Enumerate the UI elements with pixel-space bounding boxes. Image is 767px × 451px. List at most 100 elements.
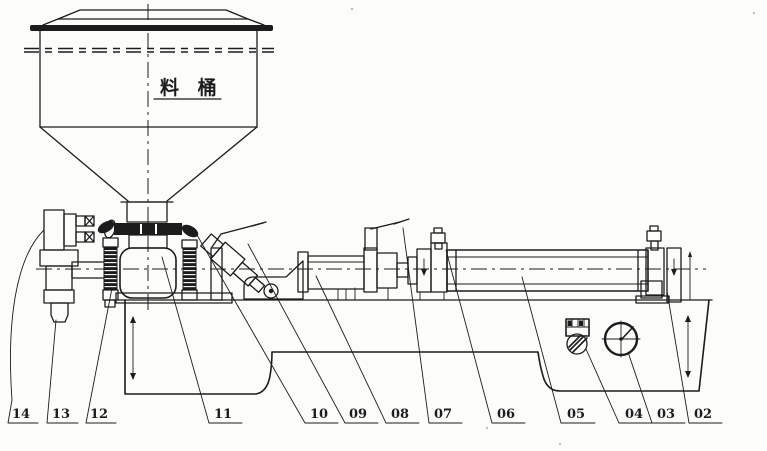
part-label-02: 02 bbox=[694, 407, 712, 422]
centerlines bbox=[36, 4, 706, 312]
leader-10 bbox=[192, 227, 339, 424]
metering-cylinder bbox=[297, 251, 365, 301]
part-number-labels: 14 13 12 11 10 09 08 07 06 05 04 03 02 bbox=[12, 407, 712, 422]
part-label-05: 05 bbox=[567, 407, 585, 422]
leader-14 bbox=[7, 229, 45, 424]
leader-07 bbox=[402, 227, 463, 424]
handle-lever bbox=[211, 222, 264, 248]
pivot-pin-center bbox=[268, 288, 274, 294]
valve-fitting-screw bbox=[84, 215, 95, 227]
actuator-clevis bbox=[248, 277, 266, 293]
air-fitting-neck-left bbox=[434, 242, 443, 250]
rear-end-cap bbox=[645, 247, 665, 296]
clamp-cap-top bbox=[181, 239, 198, 249]
part-label-04: 04 bbox=[625, 407, 643, 422]
scan-speck bbox=[558, 442, 562, 446]
part-label-06: 06 bbox=[497, 407, 515, 422]
gauge-hub bbox=[619, 337, 623, 341]
air-fitting-neck-right bbox=[650, 240, 659, 251]
hopper-rim bbox=[30, 25, 273, 31]
pump-support-plate bbox=[115, 292, 233, 304]
leader-09 bbox=[247, 243, 379, 424]
part-label-03: 03 bbox=[657, 407, 675, 422]
hopper-outlet-neck bbox=[126, 201, 168, 223]
air-cylinder-barrel bbox=[446, 249, 649, 292]
discharge-pipe bbox=[71, 261, 107, 279]
leader-12 bbox=[85, 287, 117, 424]
rotary-valve-actuator bbox=[200, 221, 304, 301]
pump-body bbox=[115, 247, 233, 304]
cylinder-body bbox=[307, 255, 365, 290]
pivot-bracket bbox=[243, 260, 304, 300]
handle-lever-grip bbox=[393, 218, 410, 225]
part-label-09: 09 bbox=[349, 407, 367, 422]
part-label-08: 08 bbox=[391, 407, 409, 422]
counter-dark-cell bbox=[579, 320, 583, 326]
right-dimension-arrow-up bbox=[685, 315, 691, 322]
handle-lever-grip bbox=[251, 221, 267, 227]
part-label-14: 14 bbox=[12, 407, 30, 422]
part-label-13: 13 bbox=[52, 407, 70, 422]
front-mount-block-inner bbox=[430, 242, 448, 293]
leader-13 bbox=[46, 319, 79, 424]
leader-03 bbox=[627, 351, 686, 424]
counter-box bbox=[565, 318, 590, 337]
section-arrowhead-left bbox=[421, 269, 427, 276]
scan-speck bbox=[752, 11, 756, 15]
valve-fitting-screw bbox=[84, 231, 95, 243]
leader-05 bbox=[521, 276, 596, 424]
actuator-cylinder-body bbox=[210, 241, 246, 277]
coupling bbox=[354, 218, 418, 301]
leader-11 bbox=[161, 256, 243, 424]
clamp-coil-band bbox=[103, 246, 118, 291]
left-dimension-arrow-down bbox=[130, 373, 136, 380]
part-label-11: 11 bbox=[214, 407, 232, 422]
left-pipe-clamp bbox=[102, 219, 119, 308]
valve-fitting-stem bbox=[75, 215, 86, 227]
nozzle-lower-collar bbox=[43, 289, 75, 304]
air-fitting-cap-right bbox=[649, 225, 659, 232]
pressure-gauge-icon bbox=[601, 320, 641, 358]
hopper-lid-flare bbox=[42, 18, 265, 26]
hopper: 料 桶 bbox=[24, 9, 274, 223]
leader-04 bbox=[585, 348, 653, 424]
clamp-cap-bottom bbox=[181, 289, 198, 301]
clamp-coil-band bbox=[182, 247, 197, 291]
air-fitting-body-left bbox=[430, 232, 446, 244]
valve-fitting-stem bbox=[75, 231, 86, 243]
right-dimension-arrow-down bbox=[685, 371, 691, 378]
handle-lever-base bbox=[364, 227, 378, 251]
rear-foot-block bbox=[640, 280, 663, 299]
leader-08 bbox=[315, 275, 420, 424]
scan-artifacts bbox=[350, 7, 756, 446]
left-dimension-arrow-up bbox=[130, 316, 136, 323]
air-fitting-body-right bbox=[646, 230, 662, 242]
part-label-07: 07 bbox=[434, 407, 452, 422]
counter-symbol bbox=[565, 318, 590, 355]
scan-speck bbox=[350, 7, 354, 11]
rear-end-plate bbox=[666, 247, 682, 303]
hopper-cone-left bbox=[39, 126, 129, 202]
part-label-12: 12 bbox=[90, 407, 108, 422]
scan-speck bbox=[485, 426, 489, 430]
valve-side-block bbox=[63, 213, 77, 247]
coupling-disc-2 bbox=[376, 252, 398, 289]
part-label-10: 10 bbox=[310, 407, 328, 422]
hopper-cone-right bbox=[166, 126, 258, 202]
hopper-lid bbox=[57, 9, 249, 20]
coupling-plate bbox=[407, 256, 418, 285]
clamp-wingnut-right bbox=[181, 224, 199, 238]
counter-dial bbox=[566, 333, 588, 355]
section-arrowhead-right bbox=[671, 269, 677, 276]
base-outline bbox=[124, 299, 710, 395]
gauge-needle bbox=[620, 326, 634, 341]
coupling-disc-1 bbox=[363, 247, 378, 293]
valve-block bbox=[43, 209, 65, 251]
hopper-label: 料 桶 bbox=[160, 76, 223, 99]
machine-base bbox=[117, 299, 713, 395]
clamp-band bbox=[114, 223, 182, 235]
pump-cylinder-body bbox=[119, 247, 177, 299]
air-cylinder bbox=[416, 225, 692, 304]
pivot-pin bbox=[263, 283, 279, 299]
